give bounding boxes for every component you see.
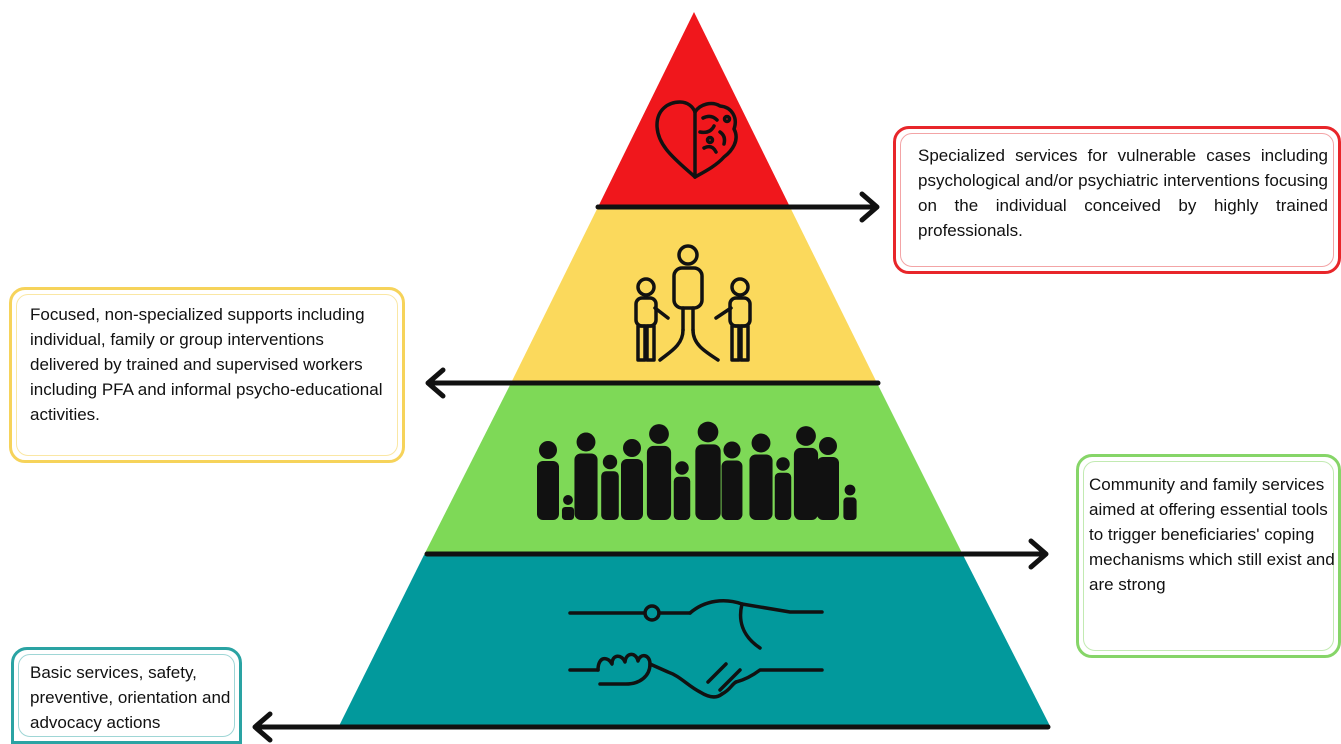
callout-specialized-text: Specialized services for vulnerable case… (918, 146, 1328, 240)
callout-community: Community and family services aimed at o… (1076, 454, 1341, 658)
arrow-left-basic (252, 711, 1051, 743)
support-people-icon (634, 244, 752, 362)
callout-basic-text: Basic services, safety, preventive, orie… (30, 663, 231, 732)
pyramid-tier-focused (510, 207, 878, 385)
heart-brain-icon (655, 100, 738, 179)
callout-specialized: Specialized services for vulnerable case… (893, 126, 1341, 274)
arrow-left-focused (425, 367, 881, 399)
arrow-right-specialized (595, 191, 880, 223)
pyramid-tier-basic (339, 555, 1050, 726)
handshake-icon (568, 599, 824, 699)
callout-focused-text: Focused, non-specialized supports includ… (30, 305, 383, 424)
callout-focused: Focused, non-specialized supports includ… (9, 287, 405, 463)
pyramid-tier-community (424, 385, 963, 555)
arrow-right-community (424, 538, 1049, 570)
callout-basic: Basic services, safety, preventive, orie… (11, 647, 242, 744)
crowd-family-icon (537, 421, 857, 520)
callout-community-text: Community and family services aimed at o… (1089, 475, 1335, 594)
